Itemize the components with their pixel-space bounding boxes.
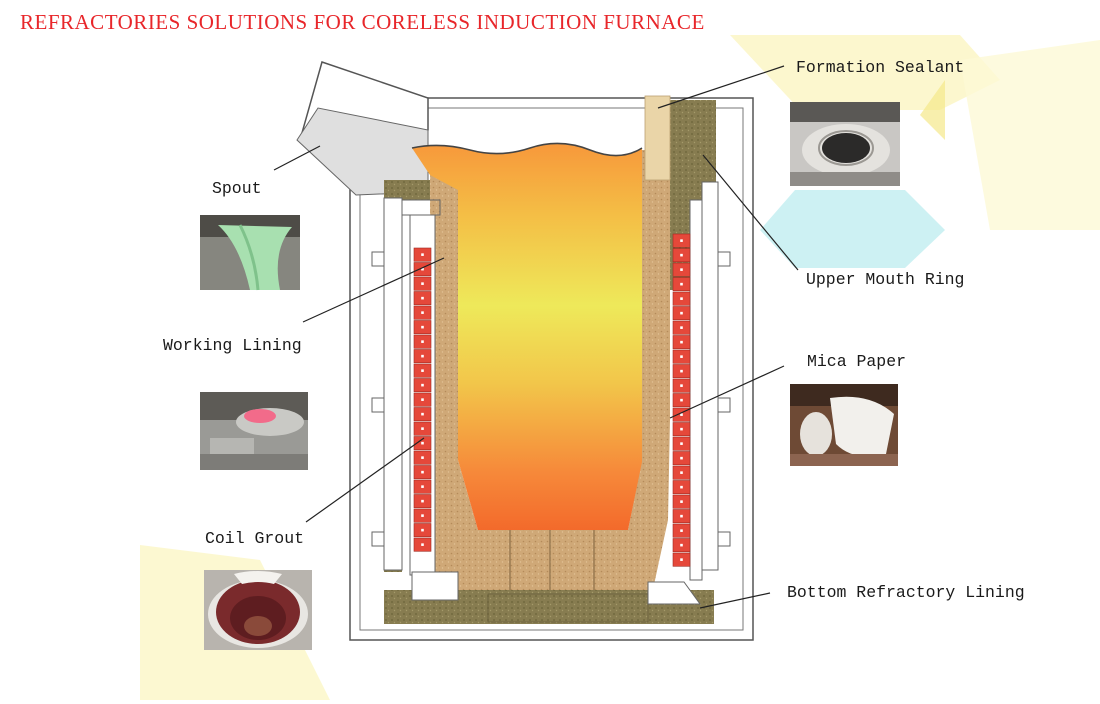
coil-turn-center	[680, 268, 683, 271]
coil-turn-center	[421, 441, 424, 445]
right-support-nub-2	[717, 397, 731, 413]
background-yellow-shape	[730, 35, 1000, 110]
furnace-inner-casing	[359, 107, 744, 631]
coil-turn-center	[421, 311, 424, 314]
label-coil-grout: Coil Grout	[205, 529, 305, 548]
coil-turn-center	[421, 412, 424, 416]
left-support-nub-1	[371, 251, 385, 267]
coil-turn-center	[680, 311, 683, 315]
molten-metal	[412, 143, 642, 531]
leader-formation-sealant	[657, 65, 785, 109]
background-yellow-corner	[920, 80, 945, 140]
coil-turn-center	[680, 398, 683, 402]
label-formation-sealant: Formation Sealant	[796, 58, 965, 77]
coil-turn-center	[680, 253, 683, 257]
coil-turn-center	[680, 456, 683, 460]
coil-turn-center	[680, 282, 683, 286]
formation-sealant-block	[644, 95, 671, 181]
coil-turn-center	[421, 528, 424, 532]
left-bottom-foot	[411, 571, 459, 601]
right-bottom-foot	[647, 581, 701, 605]
label-upper-mouth-ring: Upper Mouth Ring	[806, 270, 965, 289]
coil-turn-center	[421, 369, 424, 372]
leader-spout	[273, 145, 321, 171]
left-support-nub-3	[371, 531, 385, 547]
coil-turn-center	[680, 369, 683, 373]
coil-turn-center	[680, 326, 683, 329]
coil-turn-center	[680, 558, 683, 561]
label-working-lining: Working Lining	[163, 336, 302, 355]
leader-bottom-refractory	[699, 592, 771, 609]
coil-turn-center	[680, 529, 683, 532]
coil-turn-center	[421, 427, 424, 430]
coil-turn-center	[680, 340, 683, 344]
photo-formation-sealant	[790, 102, 900, 186]
leader-upper-mouth-ring	[702, 154, 799, 271]
photo-spout	[200, 215, 300, 291]
photo-mica-paper	[790, 384, 898, 466]
photo-coil-grout	[204, 570, 312, 650]
coil-turn-center	[680, 355, 683, 358]
right-induction-coil	[672, 233, 691, 567]
coil-turn-center	[680, 514, 683, 518]
label-spout: Spout	[212, 179, 262, 198]
right-coil-column-frame	[689, 199, 703, 581]
leader-working-lining	[302, 257, 445, 323]
coil-turn-center	[680, 543, 683, 547]
photo-working-lining	[200, 392, 308, 470]
leader-coil-grout	[305, 437, 425, 523]
working-lining-shape	[430, 150, 670, 594]
coil-turn-center	[421, 340, 424, 343]
coil-turn-center	[421, 470, 424, 474]
coil-turn-center	[680, 471, 683, 474]
coil-turn-center	[680, 485, 683, 489]
background-yellow-shape-right	[960, 40, 1100, 230]
left-induction-coil	[413, 247, 432, 552]
coil-turn-center	[421, 543, 424, 546]
coil-turn-center	[421, 514, 424, 517]
bottom-lining-slots	[509, 530, 595, 590]
melt-surface-line	[411, 142, 643, 157]
coil-turn-center	[421, 296, 424, 300]
right-support-nub-1	[717, 251, 731, 267]
right-support-outer	[701, 181, 719, 571]
coil-turn-center	[421, 325, 424, 329]
coil-turn-center	[680, 500, 683, 503]
left-support-nub-2	[371, 397, 385, 413]
coil-turn-center	[421, 253, 424, 256]
label-mica-paper: Mica Paper	[807, 352, 907, 371]
page-title: REFRACTORIES SOLUTIONS FOR CORELESS INDU…	[20, 10, 705, 34]
left-support-outer	[383, 197, 403, 571]
bottom-lining-center	[487, 593, 649, 623]
coil-turn-center	[680, 413, 683, 416]
coil-turn-center	[680, 384, 683, 387]
coil-turn-center	[421, 282, 424, 285]
background-cyan-shape	[760, 190, 945, 268]
coil-turn-center	[421, 499, 424, 503]
label-bottom-refractory-lining: Bottom Refractory Lining	[787, 583, 1025, 602]
coil-turn-center	[680, 427, 683, 431]
right-support-nub-3	[717, 531, 731, 547]
coil-turn-center	[421, 383, 424, 387]
coil-turn-center	[421, 354, 424, 358]
coil-turn-center	[680, 442, 683, 445]
coil-turn-center	[680, 239, 683, 242]
leader-mica-paper	[669, 365, 785, 419]
coil-turn-center	[680, 297, 683, 300]
coil-turn-center	[421, 485, 424, 488]
coil-turn-center	[421, 456, 424, 459]
coil-turn-center	[421, 398, 424, 401]
coil-turn-center	[421, 267, 424, 271]
